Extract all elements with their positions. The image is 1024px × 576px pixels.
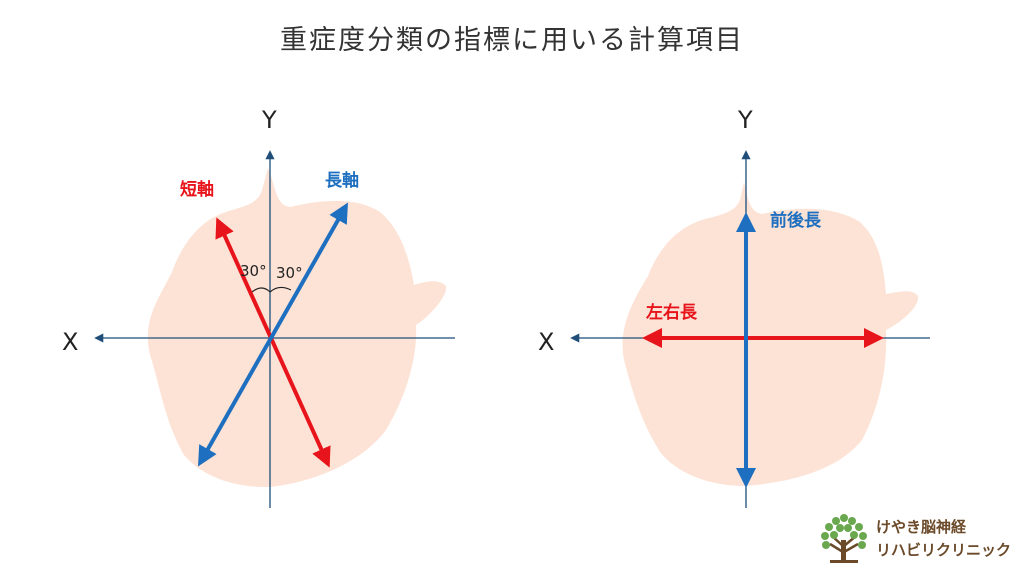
tree-icon xyxy=(821,514,867,563)
left-panel: X Y 短軸 長軸 30° 30° xyxy=(62,106,455,508)
x-label-left: X xyxy=(62,328,78,356)
head-shape-left xyxy=(147,168,447,488)
y-label-right: Y xyxy=(737,106,753,134)
clinic-name-line2: リハビリクリニック xyxy=(876,541,1012,559)
clinic-name: けやき脳神経 リハビリクリニック xyxy=(876,516,1011,562)
short-axis-label: 短軸 xyxy=(180,179,214,200)
clinic-logo: けやき脳神経 リハビリクリニック xyxy=(816,510,1016,570)
angle-label-left: 30° xyxy=(240,262,267,280)
x-label-right: X xyxy=(538,328,554,356)
lr-length-label: 左右長 xyxy=(646,302,698,323)
right-panel: X Y 前後長 左右長 xyxy=(538,106,930,508)
page-title: 重症度分類の指標に用いる計算項目 xyxy=(280,25,744,56)
long-axis-arrow xyxy=(198,202,348,467)
ap-length-label: 前後長 xyxy=(770,210,822,231)
long-axis-label: 長軸 xyxy=(325,170,359,191)
y-label-left: Y xyxy=(261,106,277,134)
angle-label-right: 30° xyxy=(276,264,303,282)
clinic-name-line1: けやき脳神経 xyxy=(876,518,967,536)
